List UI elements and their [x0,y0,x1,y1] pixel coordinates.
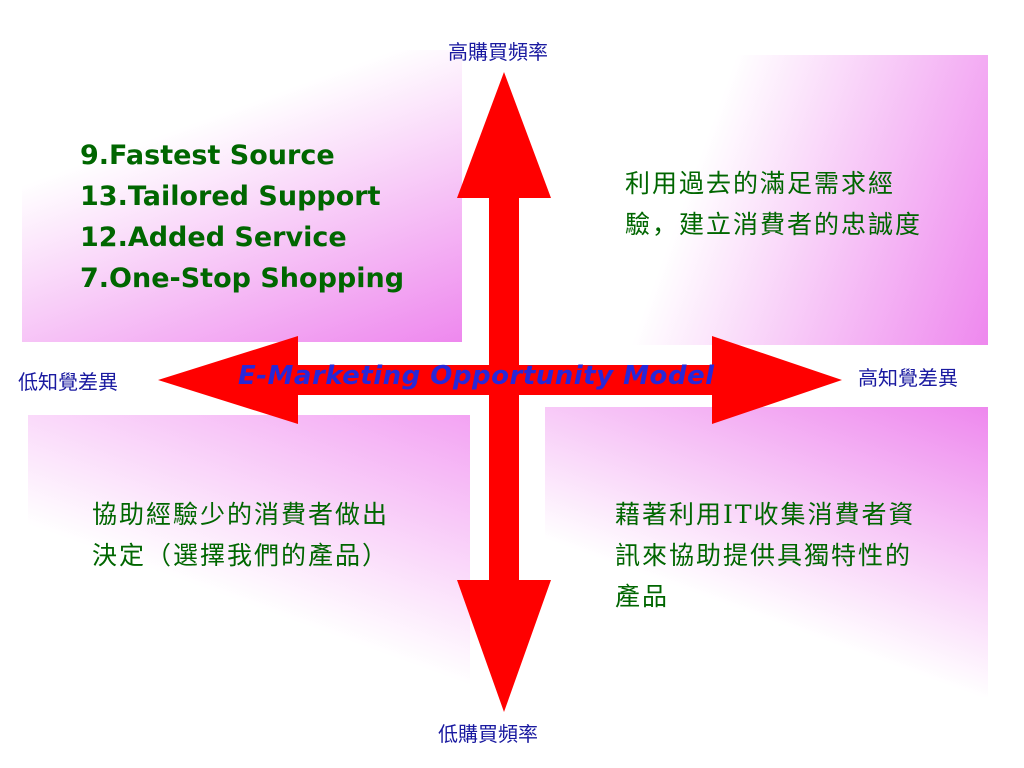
bottom-right-description: 藉著利用IT收集消費者資訊來協助提供具獨特性的產品 [615,500,916,611]
quadrant-bottom-right [545,407,988,697]
quadrant-bottom-left [28,415,470,705]
list-item: 7.One-Stop Shopping [80,263,405,294]
list-item: 9.Fastest Source [80,140,335,171]
list-item: 13.Tailored Support [80,181,381,212]
top-left-item-list: 9.Fastest Source 13.Tailored Support 12.… [80,135,404,299]
bottom-left-description: 協助經驗少的消費者做出決定（選擇我們的產品） [92,500,390,570]
quadrant-top-right [545,55,988,345]
axis-label-high-purchase-frequency: 高購買頻率 [448,40,548,64]
list-item: 12.Added Service [80,222,347,253]
model-title: E-Marketing Opportunity Model [238,361,715,391]
horizontal-double-arrow [158,336,842,424]
axis-label-high-perceived-difference: 高知覺差異 [858,366,958,390]
quadrant-top-left [22,50,462,342]
top-right-description: 利用過去的滿足需求經驗，建立消費者的忠誠度 [625,169,923,239]
axis-label-low-perceived-difference: 低知覺差異 [18,370,118,394]
axis-label-low-purchase-frequency: 低購買頻率 [438,722,538,746]
